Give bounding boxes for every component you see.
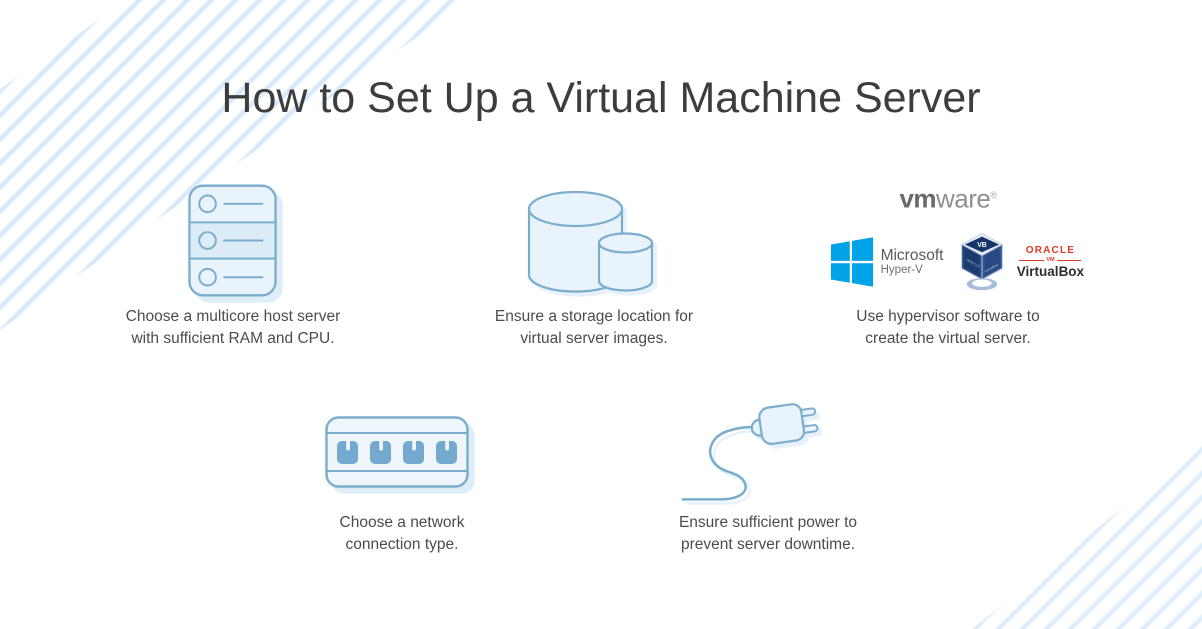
caption-line: create the virtual server. — [865, 329, 1031, 347]
storage-icon — [527, 190, 654, 293]
oracle-vm-rule: VM — [1019, 257, 1082, 263]
step-caption: Ensure a storage location for virtual se… — [434, 306, 754, 349]
cube-face-right-text: VirtualBox — [984, 263, 999, 274]
rule-line — [1019, 259, 1045, 261]
oracle-vm: VM — [1046, 257, 1055, 263]
registered-mark: ® — [990, 190, 997, 200]
page-title: How to Set Up a Virtual Machine Server — [221, 74, 981, 122]
step-icon-area — [608, 400, 928, 504]
caption-line: Ensure sufficient power to — [678, 514, 858, 531]
oracle-virtualbox-logo: VB ORACLE VirtualBox ORACLE VM — [958, 229, 1087, 295]
step-power: Ensure sufficient power to prevent serve… — [608, 400, 928, 571]
microsoft-name: Microsoft — [880, 247, 944, 264]
microsoft-hyperv-logo: Microsoft Hyper-V — [830, 237, 944, 287]
caption-line: connection type. — [345, 535, 459, 553]
caption-line: Choose a multicore host server — [125, 308, 341, 325]
vmware-logo-rest: ware — [936, 183, 991, 214]
microsoft-logo-text: Microsoft Hyper-V — [881, 247, 944, 277]
step-icon-area — [73, 182, 393, 300]
hypervisor-logo-row: Microsoft Hyper-V VB — [830, 224, 1088, 300]
hyperv-name: Hyper-V — [880, 264, 923, 276]
step-icon-area — [434, 182, 754, 300]
power-plug-icon — [681, 403, 819, 501]
virtualbox-name: VirtualBox — [1016, 264, 1085, 279]
step-host-server: Choose a multicore host server with suff… — [73, 182, 393, 365]
step-icon-area — [242, 400, 562, 504]
step-hypervisor: vmware® Microsoft Hyper-V — [788, 182, 1108, 365]
step-storage: Ensure a storage location for virtual se… — [434, 182, 754, 365]
virtualbox-logo-text: ORACLE VM VirtualBox — [1013, 245, 1087, 279]
caption-line: Ensure a storage location for — [494, 308, 694, 325]
windows-flag-icon — [830, 237, 873, 287]
oracle-name: ORACLE — [1025, 245, 1076, 256]
vmware-logo: vmware® — [899, 182, 997, 212]
rule-line — [1056, 259, 1082, 261]
step-caption: Choose a network connection type. — [242, 512, 562, 555]
step-caption: Choose a multicore host server with suff… — [73, 306, 393, 349]
cube-face-left-text: ORACLE — [966, 258, 982, 269]
network-switch-icon — [325, 416, 469, 488]
caption-line: Choose a network — [339, 514, 465, 531]
vmware-logo-bold: vm — [899, 183, 937, 214]
hypervisor-logos: vmware® Microsoft Hyper-V — [788, 182, 1108, 300]
decorative-stripes-bottom-right — [972, 444, 1202, 629]
caption-line: virtual server images. — [520, 329, 668, 347]
cube-monogram: VB — [978, 242, 988, 249]
caption-line: with sufficient RAM and CPU. — [131, 329, 335, 347]
caption-line: prevent server downtime. — [680, 535, 856, 553]
step-caption: Use hypervisor software to create the vi… — [788, 306, 1108, 349]
caption-line: Use hypervisor software to — [856, 308, 1040, 325]
step-caption: Ensure sufficient power to prevent serve… — [608, 512, 928, 555]
server-icon — [188, 184, 277, 297]
virtualbox-cube-icon: VB ORACLE VirtualBox — [961, 232, 1004, 291]
step-network: Choose a network connection type. — [242, 400, 562, 571]
